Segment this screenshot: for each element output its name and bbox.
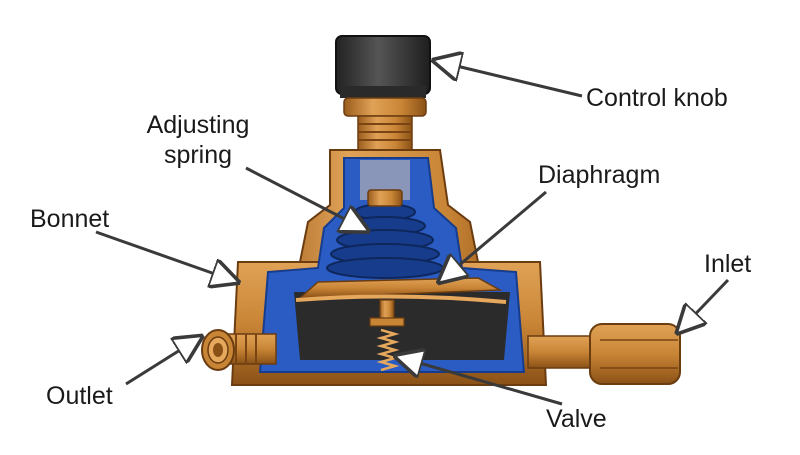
label-outlet: Outlet (46, 382, 113, 410)
arrow-outlet (125, 340, 196, 386)
label-adjusting-line2: spring (163, 141, 233, 169)
arrow-adjusting-spring (245, 166, 362, 228)
arrow-control-knob (440, 62, 583, 98)
label-adjusting-spring: Adjusting spring (128, 110, 268, 170)
diaphragm-part (295, 277, 507, 304)
inlet-fitting (527, 323, 681, 385)
stem-part (343, 97, 427, 151)
label-control-knob: Control knob (586, 84, 728, 112)
leader-arrows (95, 62, 730, 406)
label-inlet: Inlet (704, 250, 752, 278)
valve-part (369, 299, 405, 372)
arrow-diaphragm (444, 190, 547, 278)
control-knob-part (335, 35, 431, 98)
arrow-valve (402, 358, 563, 406)
label-valve: Valve (546, 405, 607, 433)
arrow-bonnet (95, 230, 232, 280)
outlet-fitting (201, 329, 277, 371)
label-diaphragm: Diaphragm (538, 161, 661, 189)
label-bonnet: Bonnet (30, 205, 110, 233)
arrow-inlet (682, 278, 730, 328)
label-adjusting-line1: Adjusting (146, 111, 250, 139)
